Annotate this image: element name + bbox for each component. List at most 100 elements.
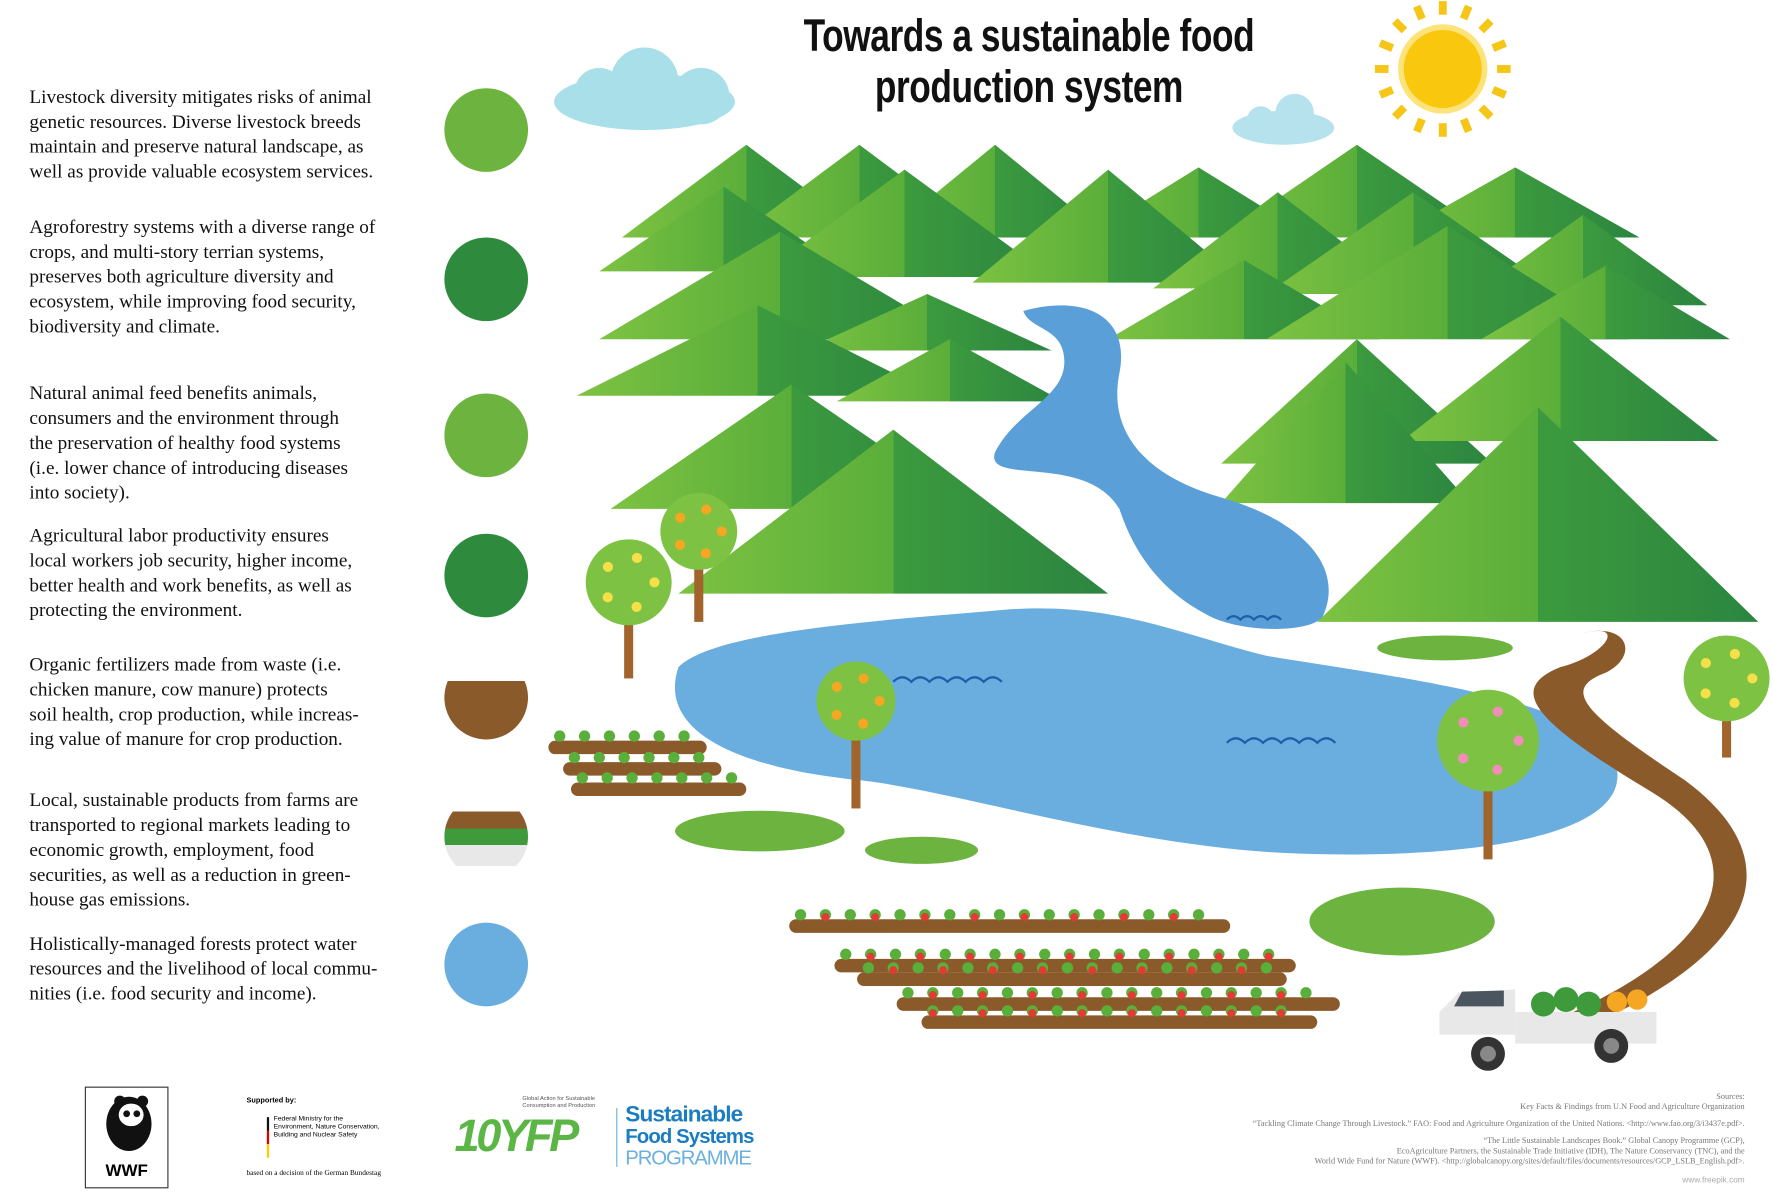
tomato xyxy=(1038,966,1047,975)
tomato xyxy=(866,952,875,961)
plant xyxy=(1260,962,1273,974)
fact-text: Agroforestry systems with a diverse rang… xyxy=(29,215,376,337)
sfs-line: PROGRAMME xyxy=(625,1146,752,1170)
tree-trunk xyxy=(851,701,861,809)
ministry-line: Federal Ministry for the xyxy=(273,1116,344,1123)
farmer-icon xyxy=(444,533,529,618)
source-line: World Wide Fund for Nature (WWF). <http:… xyxy=(1314,1155,1745,1166)
tomato xyxy=(1070,913,1079,921)
tree-canopy xyxy=(1683,635,1770,722)
plant xyxy=(844,909,856,921)
water-waves xyxy=(892,615,1337,745)
fruit xyxy=(701,504,712,515)
plant xyxy=(862,962,875,974)
plant xyxy=(1300,987,1312,999)
sun-icon xyxy=(1374,1,1511,137)
tomato xyxy=(1119,913,1128,921)
source-line: “The Little Sustainable Landscapes Book.… xyxy=(1483,1135,1745,1146)
tagline-line: Consumption and Production xyxy=(522,1102,596,1110)
fruit-trees xyxy=(585,492,1770,860)
plant xyxy=(1200,1005,1213,1017)
plant xyxy=(939,948,951,960)
plant xyxy=(1061,962,1074,974)
tomato xyxy=(1078,991,1087,999)
plant xyxy=(1138,948,1150,960)
fruit xyxy=(1492,706,1503,717)
freepik-credit: www.freepik.com xyxy=(1682,1174,1745,1185)
fruit xyxy=(831,681,842,692)
tomato xyxy=(1028,1009,1037,1018)
tomato xyxy=(1127,991,1136,999)
tomato xyxy=(978,991,987,999)
tomato xyxy=(1237,966,1246,975)
plant xyxy=(1200,987,1213,999)
fruit xyxy=(716,526,727,537)
plant xyxy=(962,962,974,974)
soil-crops-icon xyxy=(444,655,529,740)
plant xyxy=(952,1005,964,1017)
bundestag-note: based on a decision of the German Bundes… xyxy=(246,1169,381,1178)
road xyxy=(1533,630,1747,1024)
fact-text: Local, sustainable products from farms a… xyxy=(29,789,359,911)
plant xyxy=(603,730,616,742)
truck-icon xyxy=(1439,987,1657,1071)
plant xyxy=(1151,1005,1163,1017)
plant xyxy=(725,772,738,784)
plant xyxy=(1051,987,1063,999)
plant xyxy=(993,909,1006,921)
tree-trunk xyxy=(1483,740,1493,860)
source-line: EcoAgriculture Partners, the Sustainable… xyxy=(1396,1145,1745,1156)
sfs-logo: Sustainable Food Systems PROGRAMME xyxy=(625,1104,754,1170)
crop-rows xyxy=(548,730,1340,1029)
fruit xyxy=(1513,735,1524,746)
plant xyxy=(1039,948,1051,960)
plant xyxy=(618,751,630,764)
tomato xyxy=(1028,991,1037,999)
fruit xyxy=(1747,673,1758,684)
tomato xyxy=(916,952,925,961)
plant xyxy=(794,909,807,921)
produce-truck-icon xyxy=(444,794,529,879)
mountain xyxy=(1317,407,1759,622)
sfs-divider xyxy=(616,1108,618,1167)
tomato xyxy=(1115,952,1124,961)
plant xyxy=(653,730,665,742)
tree-canopy xyxy=(660,492,738,570)
tomato xyxy=(978,1009,987,1018)
tomato xyxy=(1127,1009,1136,1018)
mountain xyxy=(576,305,939,396)
plant xyxy=(643,751,655,764)
plant xyxy=(701,772,713,784)
source-line: Key Facts & Findings from U.N Food and A… xyxy=(1520,1101,1745,1112)
plant xyxy=(593,751,605,764)
tomato xyxy=(966,952,975,961)
fruit xyxy=(631,601,642,612)
plant xyxy=(693,751,705,764)
soil-row xyxy=(789,919,1231,933)
plant xyxy=(601,772,613,784)
soil-row xyxy=(857,972,1287,986)
plant xyxy=(568,751,581,764)
tomato xyxy=(1065,952,1074,961)
plant xyxy=(1011,962,1024,974)
sources-label: Sources: xyxy=(1716,1091,1745,1102)
fruit xyxy=(1700,688,1711,699)
plant xyxy=(952,987,964,999)
supported-by-label: Supported by: xyxy=(246,1096,297,1105)
fruit xyxy=(858,718,869,729)
mountain xyxy=(678,429,1109,594)
plant xyxy=(628,730,640,742)
pastures xyxy=(675,635,1513,956)
tree-canopy xyxy=(1437,689,1539,792)
mountain xyxy=(802,293,1052,351)
plant xyxy=(1188,948,1200,960)
tomato xyxy=(1015,952,1024,961)
fruit xyxy=(674,539,686,550)
fact-text: Livestock diversity mitigates risks of a… xyxy=(29,85,374,183)
plant xyxy=(678,730,690,742)
fruit xyxy=(700,548,711,559)
tomato xyxy=(1264,952,1273,961)
plant xyxy=(668,751,680,764)
fruit xyxy=(631,552,643,563)
tomato xyxy=(871,913,880,921)
